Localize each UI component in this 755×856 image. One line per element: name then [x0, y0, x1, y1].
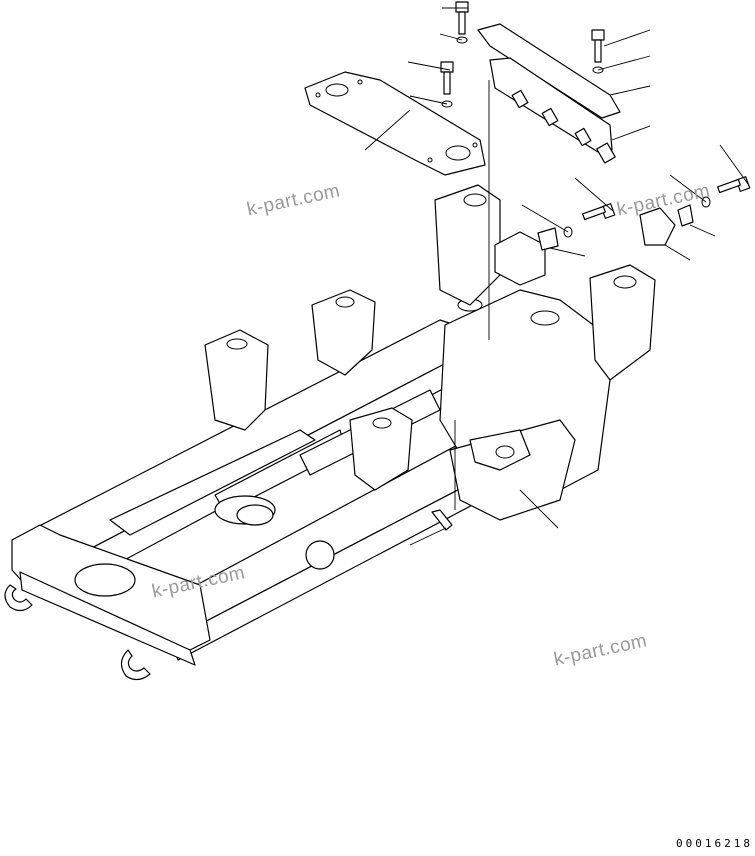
main-frame — [4, 289, 611, 681]
top-bracket — [477, 23, 621, 164]
shim-plates — [494, 204, 694, 286]
mount-pillars — [204, 184, 656, 491]
leader-lines — [364, 7, 749, 546]
drawing-number: 00016218 — [676, 837, 753, 850]
